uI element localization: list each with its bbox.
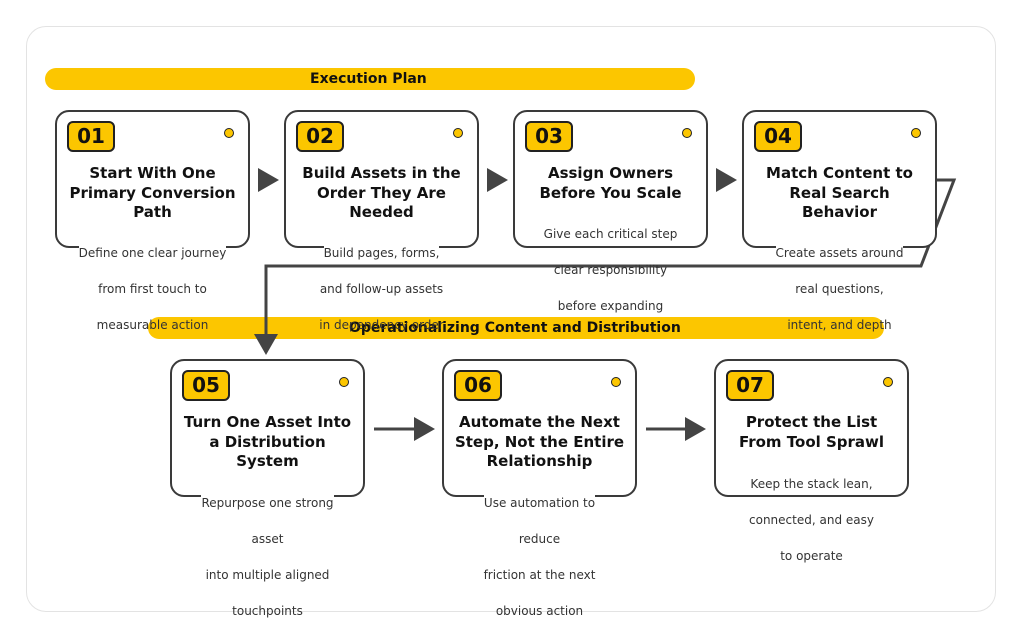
step-number-badge: 04	[754, 121, 802, 152]
step-title: Turn One Asset Into a Distribution Syste…	[183, 413, 352, 470]
step-number-badge: 05	[182, 370, 230, 401]
step-description: Create assets around real questions, int…	[775, 244, 904, 332]
status-dot-icon	[339, 377, 349, 387]
status-dot-icon	[911, 128, 921, 138]
step-card-07: 07 Protect the List From Tool Sprawl	[714, 359, 909, 497]
step-title: Protect the List From Tool Sprawl	[738, 413, 885, 451]
step-number-badge: 03	[525, 121, 573, 152]
step-description: Build pages, forms, and follow-up assets…	[319, 244, 444, 332]
section-banner-execution-plan: Execution Plan	[45, 68, 695, 90]
step-title: Start With One Primary Conversion Path	[69, 164, 236, 221]
step-title: Automate the Next Step, Not the Entire R…	[454, 413, 625, 470]
status-dot-icon	[611, 377, 621, 387]
step-card-05: 05 Turn One Asset Into a Distribution Sy…	[170, 359, 365, 497]
step-description: Use automation to reduce friction at the…	[483, 494, 596, 618]
section-title: Execution Plan	[310, 71, 427, 87]
status-dot-icon	[883, 377, 893, 387]
step-description: Repurpose one strong asset into multiple…	[201, 494, 334, 618]
step-description: Define one clear journey from first touc…	[78, 244, 227, 332]
step-title: Assign Owners Before You Scale	[539, 164, 682, 202]
step-number-badge: 06	[454, 370, 502, 401]
step-description: Keep the stack lean, connected, and easy…	[749, 477, 874, 565]
status-dot-icon	[453, 128, 463, 138]
step-title: Build Assets in the Order They Are Neede…	[302, 164, 461, 221]
step-number-badge: 02	[296, 121, 344, 152]
step-card-06: 06 Automate the Next Step, Not the Entir…	[442, 359, 637, 497]
step-number-badge: 07	[726, 370, 774, 401]
step-card-03: 03 Assign Owners Before You Scale	[513, 110, 708, 248]
status-dot-icon	[224, 128, 234, 138]
step-title: Match Content to Real Search Behavior	[766, 164, 913, 221]
step-card-04: 04 Match Content to Real Search Behavior	[742, 110, 937, 248]
step-description: Give each critical step clear responsibi…	[543, 227, 678, 313]
step-number-badge: 01	[67, 121, 115, 152]
status-dot-icon	[682, 128, 692, 138]
step-card-02: 02 Build Assets in the Order They Are Ne…	[284, 110, 479, 248]
